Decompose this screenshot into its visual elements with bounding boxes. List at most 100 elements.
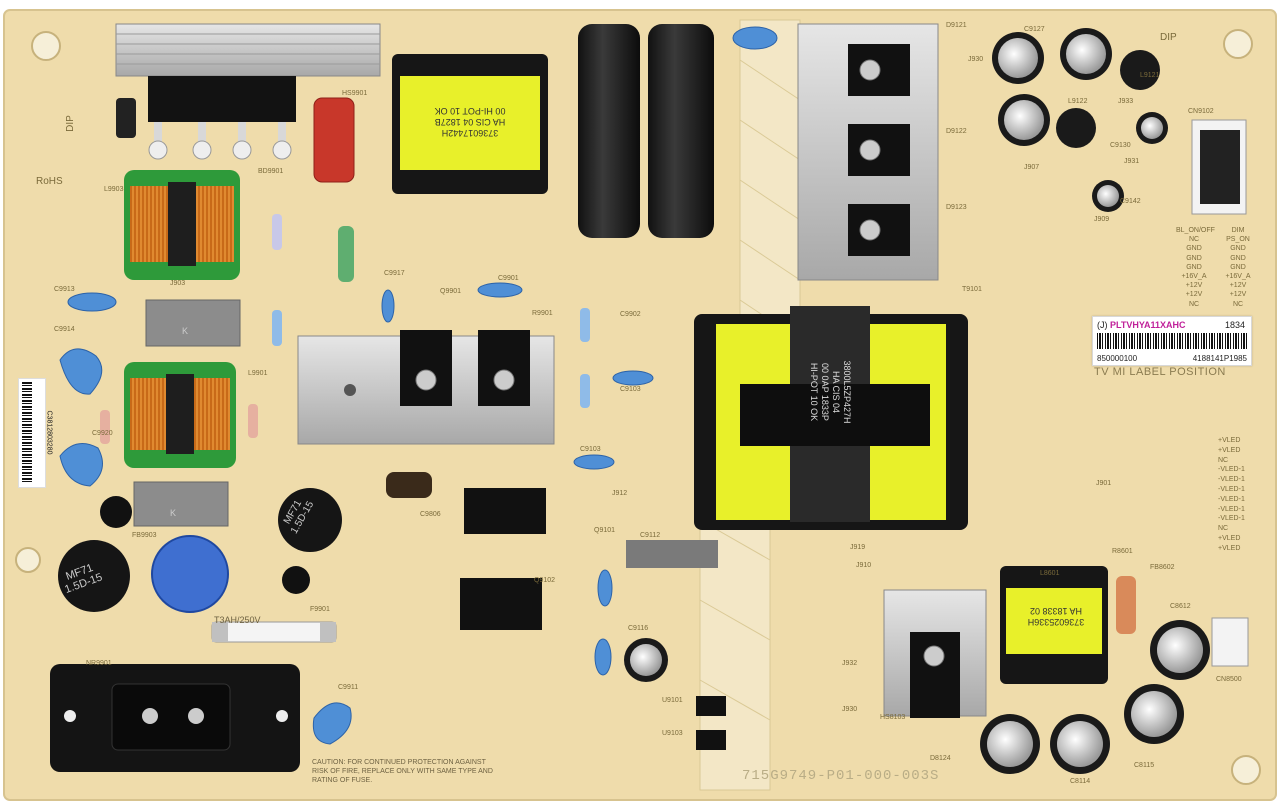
output-capacitors-top (992, 28, 1168, 212)
refdes-label: J930 (968, 56, 984, 63)
refdes-label: C9917 (384, 270, 405, 277)
pin-label: GND (1186, 245, 1202, 253)
marking-line: HA CIS 04 (831, 370, 841, 414)
board-part-number: 715G9749-P01-000-003S (742, 768, 940, 784)
mounting-hole (1223, 29, 1253, 59)
marking-line: 3736025336H (1027, 617, 1085, 627)
optocoupler-2 (696, 730, 726, 750)
x-capacitor (313, 97, 355, 183)
ntc-thermistor-2 (278, 488, 342, 552)
heatsink-bridge (115, 23, 381, 77)
marking-line: 00 HI-POT 10 OK (434, 106, 506, 116)
choke-k2-marking: K (170, 508, 177, 518)
label-barcode (1097, 333, 1247, 349)
refdes-label: R8601 (1112, 548, 1133, 555)
refdes-label: J933 (1118, 98, 1134, 105)
dip-marker-right: DIP (1160, 32, 1177, 43)
vled-pin-label: +VLED (1218, 544, 1241, 552)
mounting-hole (31, 31, 61, 61)
pin-label: +12V (1185, 291, 1203, 299)
transformer-t9101 (694, 306, 968, 530)
dip-marker-left: DIP (64, 115, 76, 132)
bridge-rectifier (148, 76, 296, 122)
label-position-caption: TV MI LABEL POSITION (1094, 366, 1226, 378)
label-code: 1834 (1224, 320, 1245, 330)
vled-pin-label: -VLED-1 (1218, 485, 1245, 493)
pin-label: +12V (1229, 282, 1247, 290)
pin-label: GND (1186, 254, 1202, 262)
bulk-capacitor-2 (648, 24, 714, 238)
pin-label: GND (1230, 245, 1246, 253)
refdes-label: C9920 (92, 430, 113, 437)
refdes-label: C9913 (54, 286, 75, 293)
y-capacitors (59, 26, 778, 745)
pin-label: NC (1188, 300, 1200, 308)
refdes-label: J910 (856, 562, 872, 569)
rohs-mark: RoHS (36, 176, 63, 187)
label-serial-right: 4188141P1985 (1192, 354, 1247, 363)
refdes-label: Q9101 (594, 527, 616, 534)
refdes-label: C9902 (620, 311, 641, 318)
refdes-label: HS8103 (880, 714, 906, 721)
resistor-block (626, 540, 718, 568)
refdes-label: C9142 (1120, 198, 1141, 205)
marking-line: 3736017442H (441, 128, 499, 138)
refdes-label: C9806 (420, 511, 441, 518)
refdes-label: C9103 (580, 446, 601, 453)
refdes-label: L9903 (104, 186, 124, 193)
ntc-thermistor-1 (58, 540, 130, 612)
refdes-label: L9122 (1068, 98, 1088, 105)
transistor-q9101 (464, 488, 546, 534)
pin-label: GND (1230, 254, 1246, 262)
refdes-label: C9103 (620, 386, 641, 393)
pin-label: DIM (1231, 227, 1245, 234)
pin-label: GND (1230, 263, 1246, 271)
refdes-label: C9914 (54, 326, 75, 333)
mounting-hole (1231, 755, 1261, 785)
connector-cn8500 (1211, 617, 1249, 667)
transformer-led-marking: 3736025336H HA 18338 02 (1006, 605, 1106, 627)
refdes-label: C8114 (1070, 778, 1091, 785)
refdes-label: FB8602 (1150, 564, 1175, 571)
pin-label: +12V (1229, 291, 1247, 299)
resistors (100, 214, 1136, 634)
mounting-hole (15, 547, 41, 573)
marking-line: HA 18338 02 (1029, 606, 1083, 616)
marking-line: 3800L5ZP427H (842, 360, 852, 424)
refdes-label: J931 (1124, 158, 1140, 165)
refdes-label: FB9903 (132, 532, 157, 539)
bulk-capacitor-1 (578, 24, 640, 238)
transformer-led (1000, 566, 1108, 684)
pin-label: +12V (1185, 282, 1203, 290)
refdes-label: CN8500 (1216, 676, 1242, 683)
mosfet-q9901 (400, 330, 452, 406)
refdes-label: U9103 (662, 730, 683, 737)
common-mode-choke-1 (124, 170, 240, 280)
refdes-label: D9123 (946, 204, 967, 211)
vled-pin-label: -VLED-1 (1218, 495, 1245, 503)
pin-label: GND (1186, 263, 1202, 271)
refdes-label: D9121 (946, 22, 967, 29)
vled-pin-label: -VLED-1 (1218, 505, 1245, 513)
refdes-label: L8601 (1040, 570, 1060, 577)
label-model-row: (J) PLTVHYA11XAHC (1097, 320, 1186, 330)
refdes-label: C8115 (1134, 762, 1155, 769)
refdes-label: D8124 (930, 755, 951, 762)
refdes-label: J903 (170, 280, 186, 287)
transistor-q9102 (460, 578, 542, 630)
refdes-label: BD9901 (258, 168, 284, 175)
refdes-label: Q9102 (534, 577, 556, 584)
small-electrolytic (386, 472, 432, 498)
refdes-label: C9112 (640, 532, 661, 539)
output-capacitors-bottom (624, 620, 1210, 774)
common-mode-choke-2 (124, 362, 236, 468)
refdes-label: L9901 (248, 370, 268, 377)
film-capacitor-k1 (145, 299, 241, 347)
refdes-label: J909 (1094, 216, 1110, 223)
transformer-t9101-marking: 3800L5ZP427H HA CIS 04 00 0AP 1833P HI-P… (808, 322, 852, 462)
pin-label: BL_ON/OFF (1176, 227, 1215, 234)
